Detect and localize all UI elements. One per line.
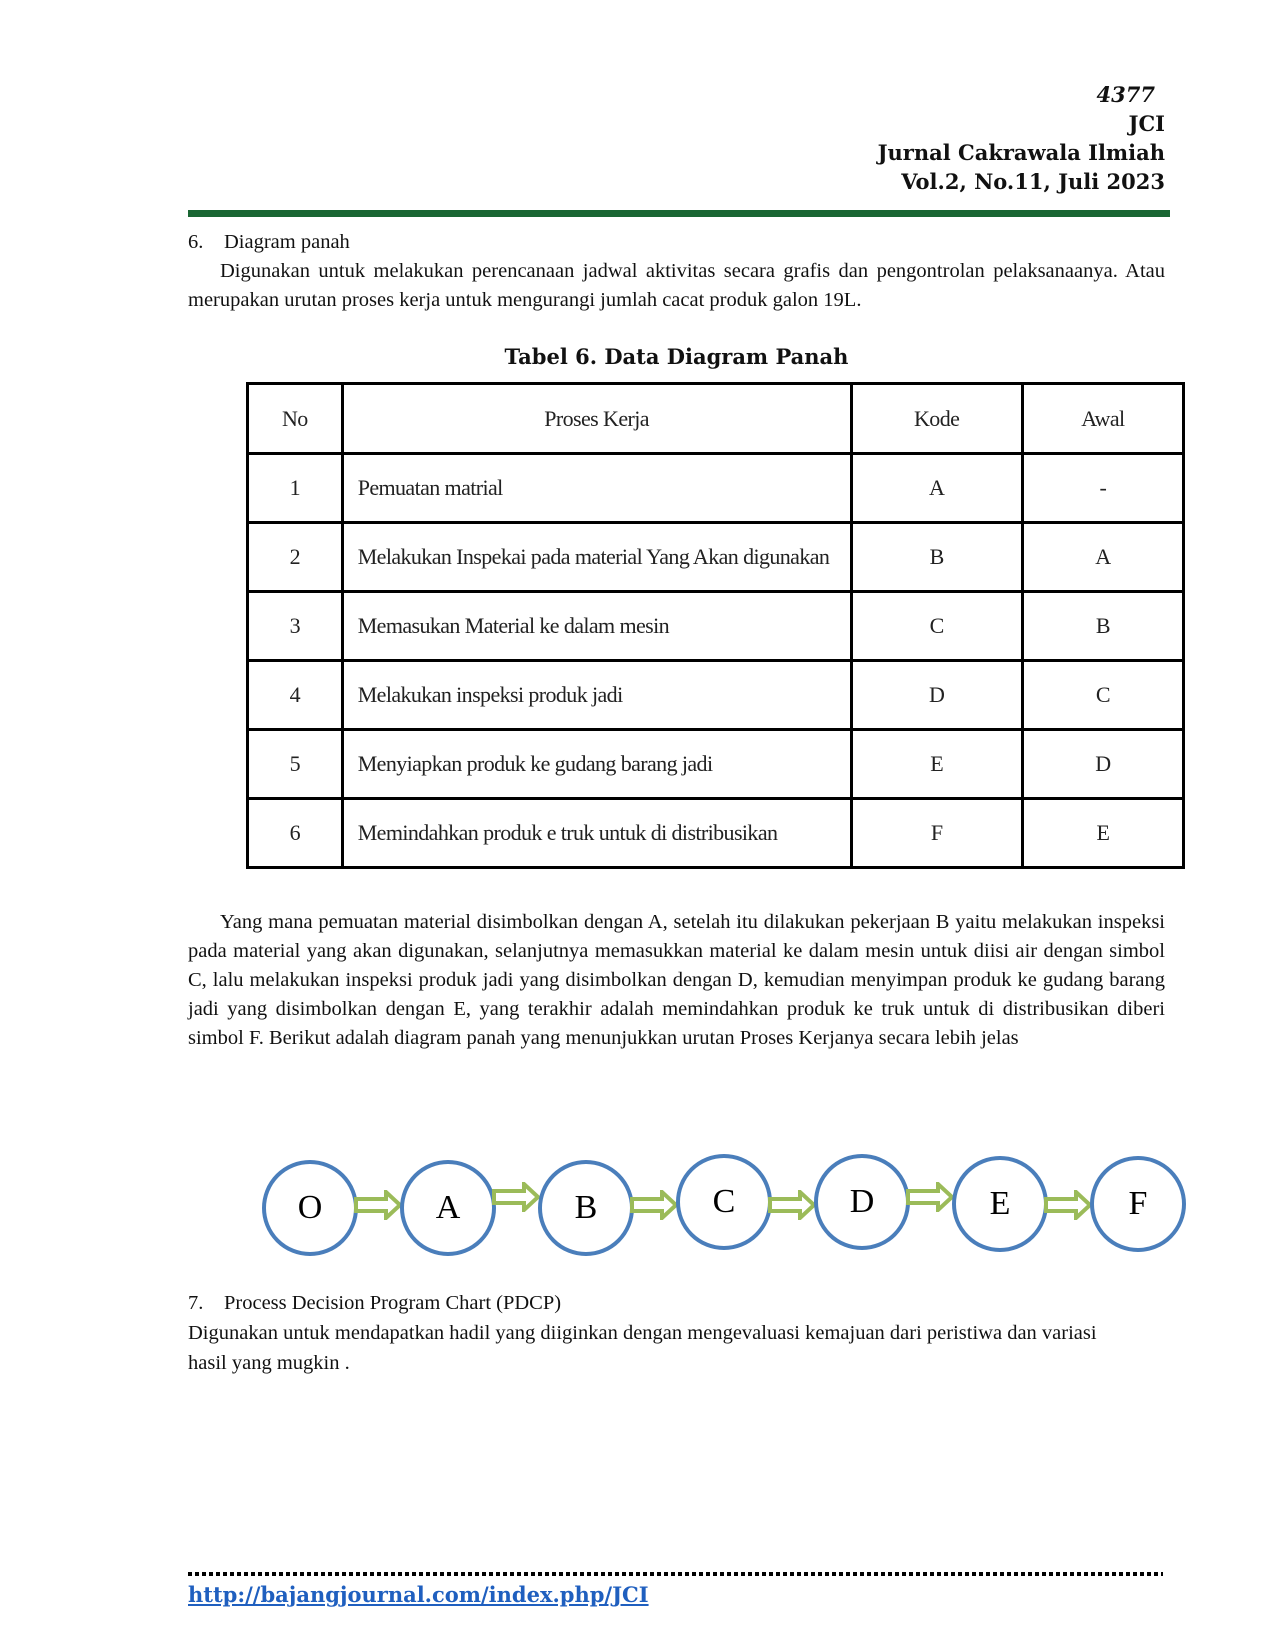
cell-kode: D <box>849 659 1024 731</box>
arrow-right-icon <box>768 1190 816 1220</box>
cell-awal: B <box>1020 590 1186 662</box>
cell-awal: D <box>1020 728 1186 800</box>
cell-proses: Pemuatan matrial <box>340 452 853 524</box>
cell-awal: E <box>1020 797 1186 869</box>
arrow-right-icon <box>630 1190 678 1220</box>
arrow-right-icon <box>354 1190 402 1220</box>
section-6: 6. Diagram panah Digunakan untuk melakuka… <box>188 228 1165 315</box>
table-row: 3 Memasukan Material ke dalam mesin C B <box>246 590 1186 662</box>
journal-volume: Vol.2, No.11, Juli 2023 <box>901 169 1165 194</box>
node-e: E <box>952 1156 1048 1252</box>
table-header-row: No Proses Kerja Kode Awal <box>246 382 1186 455</box>
diagram-panah-table: No Proses Kerja Kode Awal 1 Pemuatan mat… <box>246 382 1186 869</box>
table-row: 6 Memindahkan produk e truk untuk di dis… <box>246 797 1186 869</box>
section-7: 7.Process Decision Program Chart (PDCP) … <box>188 1288 1165 1378</box>
cell-no: 3 <box>246 590 344 662</box>
table-caption: Tabel 6. Data Diagram Panah <box>504 344 849 369</box>
cell-proses: Menyiapkan produk ke gudang barang jadi <box>340 728 853 800</box>
node-c: C <box>676 1154 772 1250</box>
cell-proses: Memasukan Material ke dalam mesin <box>340 590 853 662</box>
page-number: 4377 <box>1096 82 1155 107</box>
table-row: 4 Melakukan inspeksi produk jadi D C <box>246 659 1186 731</box>
cell-kode: F <box>849 797 1024 869</box>
arrow-right-icon <box>492 1182 540 1212</box>
header-rule <box>188 210 1170 217</box>
explanation-paragraph: Yang mana pemuatan material disimbolkan … <box>188 911 1165 1049</box>
section-6-number: 6. <box>188 231 204 253</box>
arrow-right-icon <box>1044 1190 1092 1220</box>
section-7-title: Process Decision Program Chart (PDCP) <box>224 1292 562 1314</box>
cell-awal: - <box>1020 452 1186 524</box>
cell-proses: Memindahkan produk e truk untuk di distr… <box>340 797 853 869</box>
cell-no: 2 <box>246 521 344 593</box>
section-7-number: 7. <box>188 1292 204 1314</box>
cell-no: 5 <box>246 728 344 800</box>
section-6-explanation: Yang mana pemuatan material disimbolkan … <box>188 908 1165 1053</box>
table-row: 1 Pemuatan matrial A - <box>246 452 1186 524</box>
node-o: O <box>262 1160 358 1256</box>
cell-awal: A <box>1020 521 1186 593</box>
header-kode: Kode <box>849 382 1024 455</box>
cell-no: 6 <box>246 797 344 869</box>
node-b: B <box>538 1160 634 1256</box>
footer-dotted-rule <box>188 1572 1163 1576</box>
section-7-text: Digunakan untuk mendapatkan hadil yang d… <box>188 1322 1097 1374</box>
node-a: A <box>400 1160 496 1256</box>
header-no: No <box>246 382 344 455</box>
header-awal: Awal <box>1020 382 1186 455</box>
cell-no: 4 <box>246 659 344 731</box>
node-f: F <box>1090 1156 1186 1252</box>
table-row: 2 Melakukan Inspekai pada material Yang … <box>246 521 1186 593</box>
section-7-heading: 7. Process Decision Program Chart (PDCP) <box>188 1288 1165 1318</box>
cell-proses: Melakukan Inspekai pada material Yang Ak… <box>340 521 853 593</box>
cell-kode: E <box>849 728 1024 800</box>
arrow-diagram: O A B C D E F <box>262 1150 1202 1260</box>
cell-proses: Melakukan inspeksi produk jadi <box>340 659 853 731</box>
node-d: D <box>814 1154 910 1250</box>
cell-kode: C <box>849 590 1024 662</box>
header-proses-kerja: Proses Kerja <box>340 382 853 455</box>
journal-link[interactable]: http://bajangjournal.com/index.php/JCI <box>188 1582 649 1607</box>
cell-kode: B <box>849 521 1024 593</box>
journal-abbr: JCI <box>1128 111 1165 136</box>
section-6-heading: 6. Diagram panah <box>188 228 1165 257</box>
journal-name: Jurnal Cakrawala Ilmiah <box>877 140 1165 165</box>
cell-kode: A <box>849 452 1024 524</box>
cell-awal: C <box>1020 659 1186 731</box>
section-6-intro: Digunakan untuk melakukan perencanaan ja… <box>188 260 1165 311</box>
table-row: 5 Menyiapkan produk ke gudang barang jad… <box>246 728 1186 800</box>
cell-no: 1 <box>246 452 344 524</box>
arrow-right-icon <box>906 1182 954 1212</box>
page-header: 4377 JCI Jurnal Cakrawala Ilmiah Vol.2, … <box>878 80 1165 196</box>
section-6-title: Diagram panah <box>224 231 350 253</box>
